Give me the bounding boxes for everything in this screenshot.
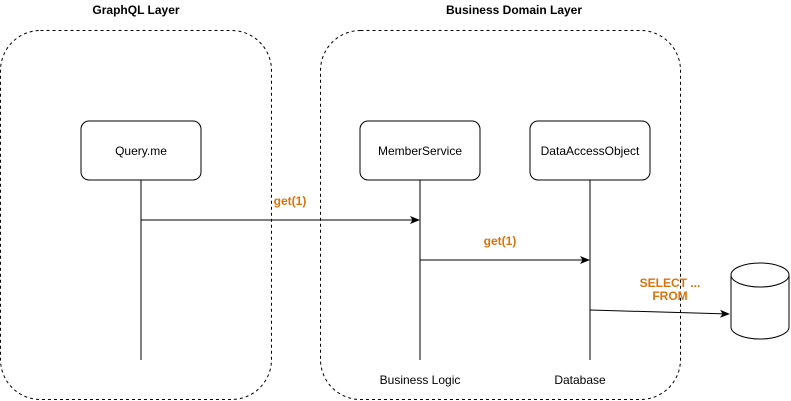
graphql-layer-container bbox=[0, 30, 272, 400]
business-domain-layer-container bbox=[320, 30, 681, 400]
participant-query-me[interactable]: Query.me bbox=[80, 120, 202, 181]
message-label-get-1-second: get(1) bbox=[484, 234, 517, 248]
participant-data-access-object-label: DataAccessObject bbox=[541, 144, 640, 158]
message-label-select-line2: FROM bbox=[652, 289, 687, 303]
footer-label-business-logic: Business Logic bbox=[380, 373, 461, 387]
message-label-select-line1: SELECT ... bbox=[640, 276, 701, 290]
participant-member-service-label: MemberService bbox=[378, 144, 462, 158]
participant-data-access-object[interactable]: DataAccessObject bbox=[529, 120, 651, 181]
business-domain-layer-title: Business Domain Layer bbox=[446, 3, 582, 17]
participant-member-service[interactable]: MemberService bbox=[359, 120, 481, 181]
graphql-layer-title: GraphQL Layer bbox=[92, 3, 179, 17]
message-label-get-1-first: get(1) bbox=[274, 194, 307, 208]
database-cylinder-icon bbox=[730, 262, 790, 340]
participant-query-me-label: Query.me bbox=[115, 144, 167, 158]
message-arrow-dao-to-database bbox=[589, 309, 730, 318]
footer-label-database: Database bbox=[554, 373, 606, 387]
